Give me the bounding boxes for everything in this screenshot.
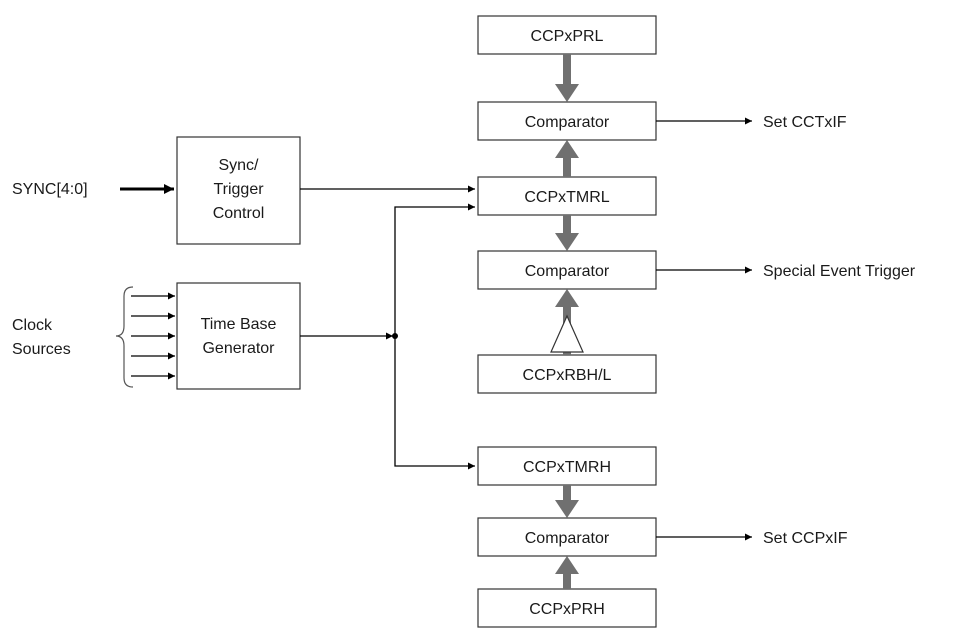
comparator-mid-label: Comparator	[525, 263, 610, 280]
bus-arrow-prh-to-comparator	[555, 556, 579, 589]
comparator-bottom-label: Comparator	[525, 530, 610, 547]
ccpxtmrl-block: CCPxTMRL	[477, 176, 657, 216]
junction-to-tmrl-arrow	[394, 203, 475, 336]
output-label-special-event-trigger: Special Event Trigger	[763, 263, 916, 280]
comparator-bottom-block: Comparator	[477, 517, 657, 557]
ccpxprl-label: CCPxPRL	[531, 28, 604, 45]
input-label-clock-line1: Clock	[12, 317, 53, 334]
bus-arrow-tmrl-to-comparator-mid	[555, 215, 579, 251]
input-label-sync: SYNC[4:0]	[12, 181, 88, 198]
ccpxrbhl-label: CCPxRBH/L	[523, 367, 612, 384]
bus-arrow-tmrl-to-comparator-top	[555, 140, 579, 177]
bus-arrow-prl-to-comparator	[555, 54, 579, 102]
sync-trigger-control-block: Sync/ Trigger Control	[176, 136, 301, 245]
ccpxtmrh-block: CCPxTMRH	[477, 446, 657, 486]
ccpxprl-block: CCPxPRL	[477, 15, 657, 55]
junction-to-tmrh-arrow	[394, 336, 475, 470]
bus-arrow-tmrh-to-comparator	[555, 485, 579, 518]
ccpxprh-block: CCPxPRH	[477, 588, 657, 628]
ccpxtmrh-label: CCPxTMRH	[523, 459, 611, 476]
sync-trigger-label-line3: Control	[213, 205, 265, 222]
output-label-set-cctxif: Set CCTxIF	[763, 114, 847, 131]
ccpxrbhl-block: CCPxRBH/L	[477, 354, 657, 394]
input-label-clock-line2: Sources	[12, 341, 71, 358]
time-base-label-line2: Generator	[202, 340, 275, 357]
comparator-mid-block: Comparator	[477, 250, 657, 290]
ccpxtmrl-label: CCPxTMRL	[524, 189, 609, 206]
clock-sources-brace	[115, 286, 134, 388]
time-base-label-line1: Time Base	[201, 316, 277, 333]
ccpxprh-label: CCPxPRH	[529, 601, 605, 618]
time-base-generator-block: Time Base Generator	[176, 282, 301, 390]
sync-trigger-label-line2: Trigger	[213, 181, 264, 198]
comparator-top-label: Comparator	[525, 114, 610, 131]
comparator-top-block: Comparator	[477, 101, 657, 141]
output-label-set-ccpxif: Set CCPxIF	[763, 530, 848, 547]
hollow-triangle-icon	[550, 314, 584, 353]
sync-trigger-label-line1: Sync/	[218, 157, 259, 174]
